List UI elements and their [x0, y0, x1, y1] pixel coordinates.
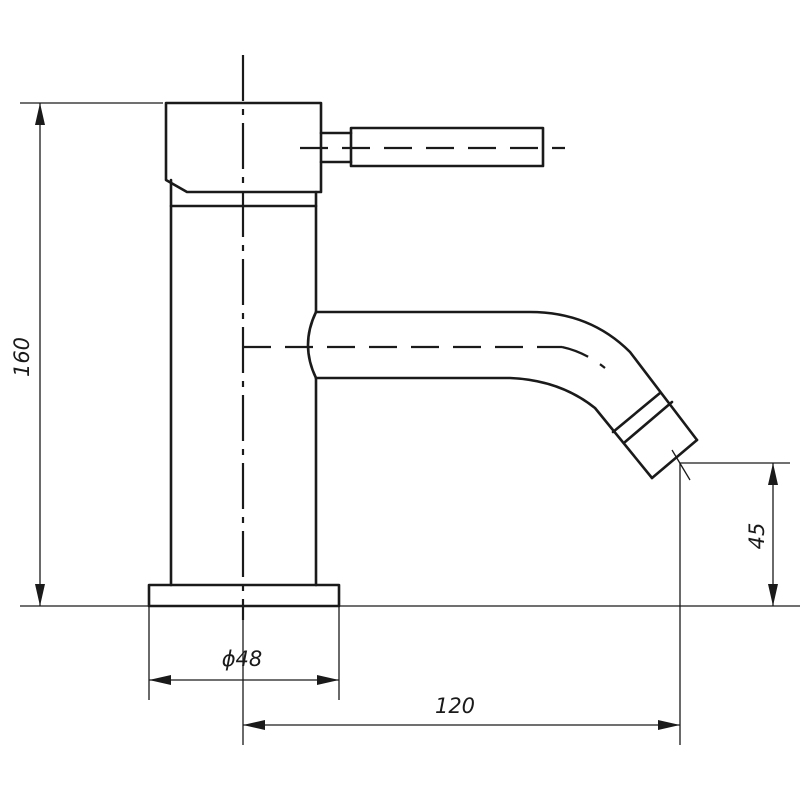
dimension-label-diameter: ϕ48	[222, 647, 263, 671]
spout-curve-hidden-line	[561, 345, 606, 369]
dimension-label-outlet: 45	[745, 523, 769, 550]
arrowhead-left	[149, 675, 171, 685]
arrowhead-outlet-up	[768, 463, 778, 485]
construction-lines	[241, 55, 691, 620]
faucet-outline	[147, 101, 699, 608]
arrowhead-up	[35, 103, 45, 125]
dimension-spout-reach: 120	[242, 463, 681, 745]
dimension-label-height: 160	[10, 337, 34, 377]
spout-top-edge	[314, 310, 699, 442]
arrowhead-right	[317, 675, 339, 685]
spout-aerator-ring-2	[623, 400, 674, 444]
arrowhead-down	[35, 584, 45, 606]
arrowhead-reach-right	[658, 720, 680, 730]
dimension-outlet-height: 45	[680, 462, 790, 606]
spout-outlet-end	[650, 438, 699, 480]
arrowhead-reach-left	[243, 720, 265, 730]
dimension-label-reach: 120	[435, 694, 475, 718]
spout-collar-left	[306, 310, 318, 380]
spout-bottom-edge	[314, 376, 654, 480]
dimension-base-diameter: ϕ48	[148, 606, 340, 700]
spout-aerator-ring-1	[611, 391, 662, 434]
dimension-height-total: 160	[10, 102, 800, 607]
handle-head	[164, 101, 323, 194]
arrowhead-outlet-down	[768, 584, 778, 606]
outlet-axis-line	[671, 449, 691, 481]
